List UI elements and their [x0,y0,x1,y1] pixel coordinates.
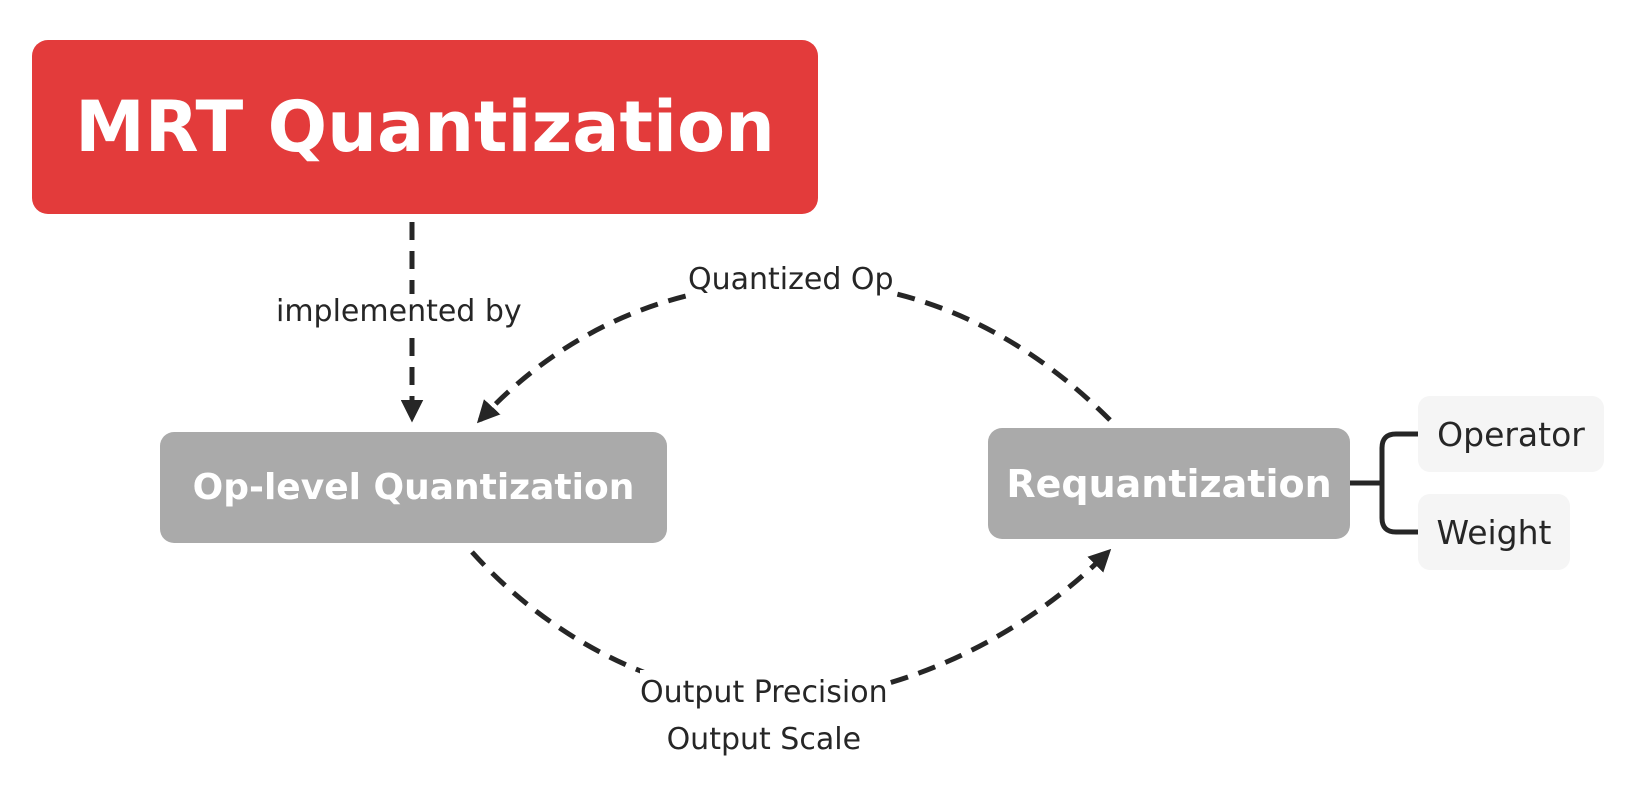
edge-label-output-precision: Output Precision [640,675,888,710]
node-op-level-quantization[interactable]: Op-level Quantization [160,432,667,543]
leaf-node-weight[interactable]: Weight [1418,494,1570,570]
root-node-mrt-quantization[interactable]: MRT Quantization [32,40,818,214]
leaf-node-operator[interactable]: Operator [1418,396,1604,472]
edge-label-quantized-op: Quantized Op [688,262,894,298]
node-requantization[interactable]: Requantization [988,428,1350,539]
edge-label-output-scale: Output Scale [666,721,862,757]
edge-quantized-op [476,279,1112,424]
edge-label-output: Output Precision Output Scale [640,670,888,763]
edge-label-implemented-by: implemented by [276,294,522,330]
children-bracket [1350,431,1418,535]
